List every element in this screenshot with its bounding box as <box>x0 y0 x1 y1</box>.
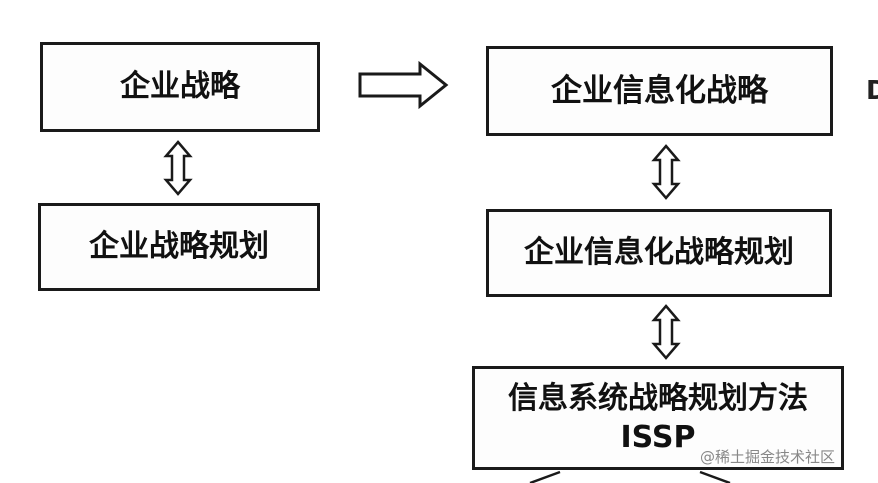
double-arrow-infostrategy-planning <box>651 144 681 200</box>
node-label: 信息系统战略规划方法 <box>508 381 808 416</box>
node-enterprise-info-strategy-planning: 企业信息化战略规划 <box>486 209 832 297</box>
double-arrow-planning-issp <box>651 304 681 360</box>
node-label: 企业战略 <box>120 69 240 105</box>
node-label: 企业战略规划 <box>89 229 269 265</box>
node-label: 企业信息化战略规划 <box>524 235 794 271</box>
cropped-edge-glyph: D <box>866 76 878 106</box>
node-sublabel: ISSP <box>620 420 696 455</box>
outgoing-lines-partial <box>529 470 731 483</box>
node-label: 企业信息化战略 <box>551 72 768 109</box>
double-arrow-strategy-planning <box>163 140 193 196</box>
watermark-text: @稀土掘金技术社区 <box>700 448 836 466</box>
node-issp-method: 信息系统战略规划方法 ISSP <box>472 366 844 470</box>
node-enterprise-strategy-planning: 企业战略规划 <box>38 203 320 291</box>
arrow-right-strategy-to-infostrategy <box>358 60 449 110</box>
node-enterprise-strategy: 企业战略 <box>40 42 320 132</box>
node-enterprise-info-strategy: 企业信息化战略 <box>486 46 833 136</box>
